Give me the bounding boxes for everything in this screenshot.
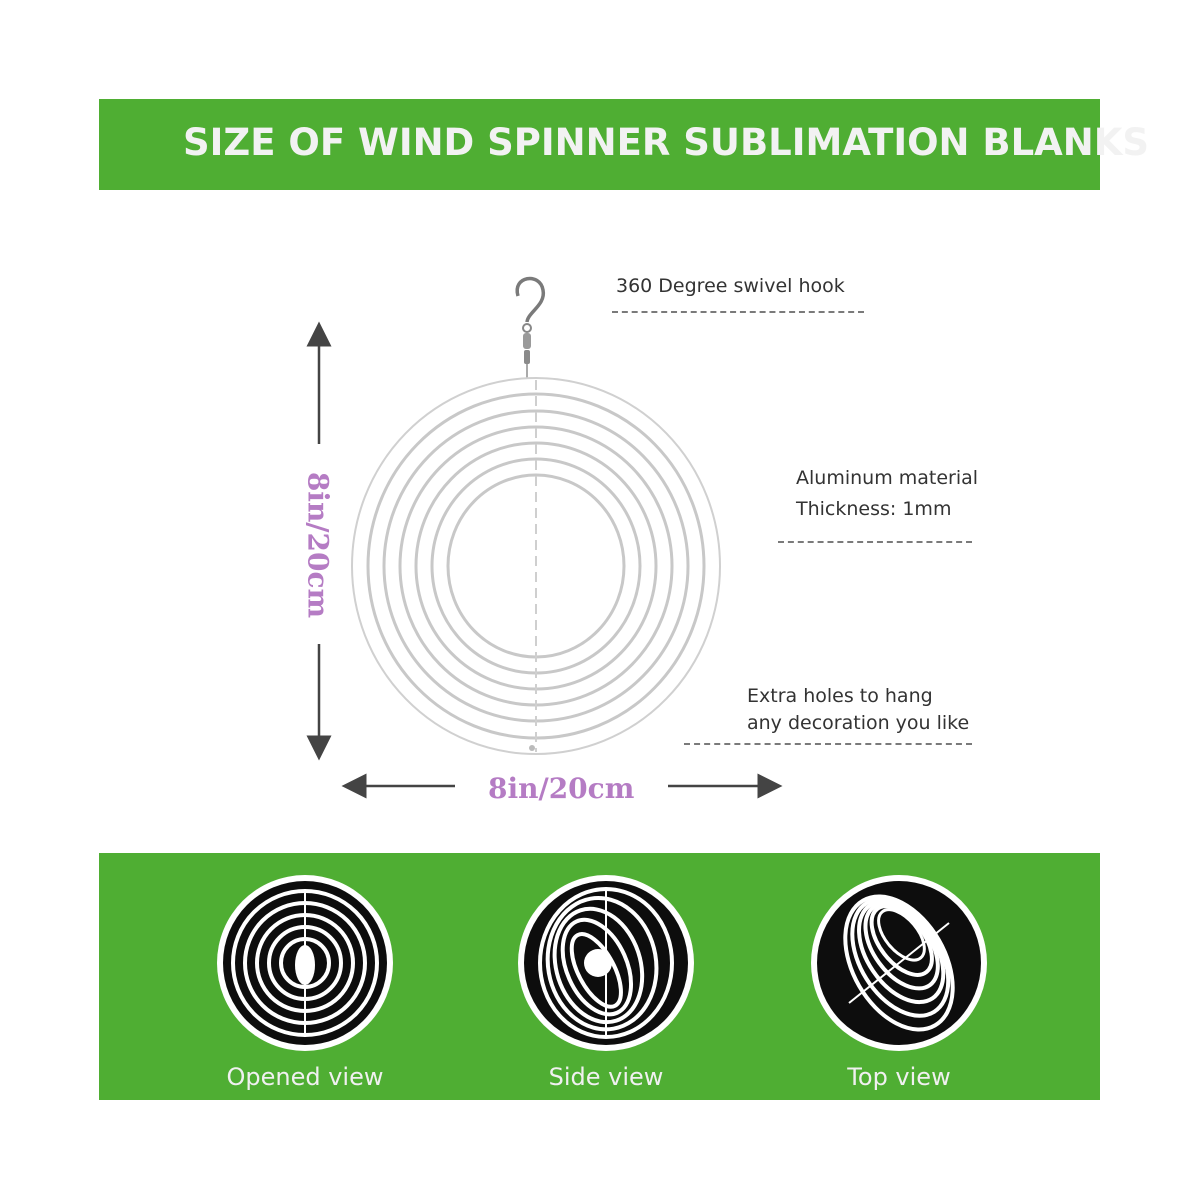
width-dimension-label: 8in/20cm xyxy=(488,772,635,805)
hook-callout: 360 Degree swivel hook xyxy=(616,271,845,302)
material-line-2: Thickness: 1mm xyxy=(796,498,952,520)
spinner-disc-icon xyxy=(351,377,721,755)
top-view-spinner-icon xyxy=(811,875,987,1051)
top-view-card: Top view xyxy=(769,873,1029,1091)
side-view-spinner-icon xyxy=(518,875,694,1051)
material-divider xyxy=(778,541,972,543)
hook-callout-text: 360 Degree swivel hook xyxy=(616,275,845,297)
top-view-label: Top view xyxy=(847,1063,951,1091)
page-title: SIZE OF WIND SPINNER SUBLIMATION BLANKS xyxy=(183,121,1150,164)
hook-divider xyxy=(612,311,864,313)
material-line-1: Aluminum material xyxy=(796,467,979,489)
opened-view-card: Opened view xyxy=(175,873,435,1091)
holes-callout: Extra holes to hang any decoration you l… xyxy=(747,683,969,737)
side-view-label: Side view xyxy=(548,1063,664,1091)
height-dimension-label: 8in/20cm xyxy=(301,471,335,619)
holes-line-2: any decoration you like xyxy=(747,712,970,734)
header-banner: SIZE OF WIND SPINNER SUBLIMATION BLANKS xyxy=(99,99,1150,190)
material-callout: Aluminum material Thickness: 1mm xyxy=(796,463,978,525)
opened-view-spinner-icon xyxy=(217,875,393,1051)
views-banner: Opened view Side view Top view xyxy=(99,853,1100,1100)
holes-line-1: Extra holes to hang xyxy=(747,685,933,707)
side-view-card: Side view xyxy=(476,873,736,1091)
holes-divider xyxy=(684,743,972,745)
opened-view-label: Opened view xyxy=(226,1063,384,1091)
swivel-hook-icon xyxy=(515,276,545,380)
